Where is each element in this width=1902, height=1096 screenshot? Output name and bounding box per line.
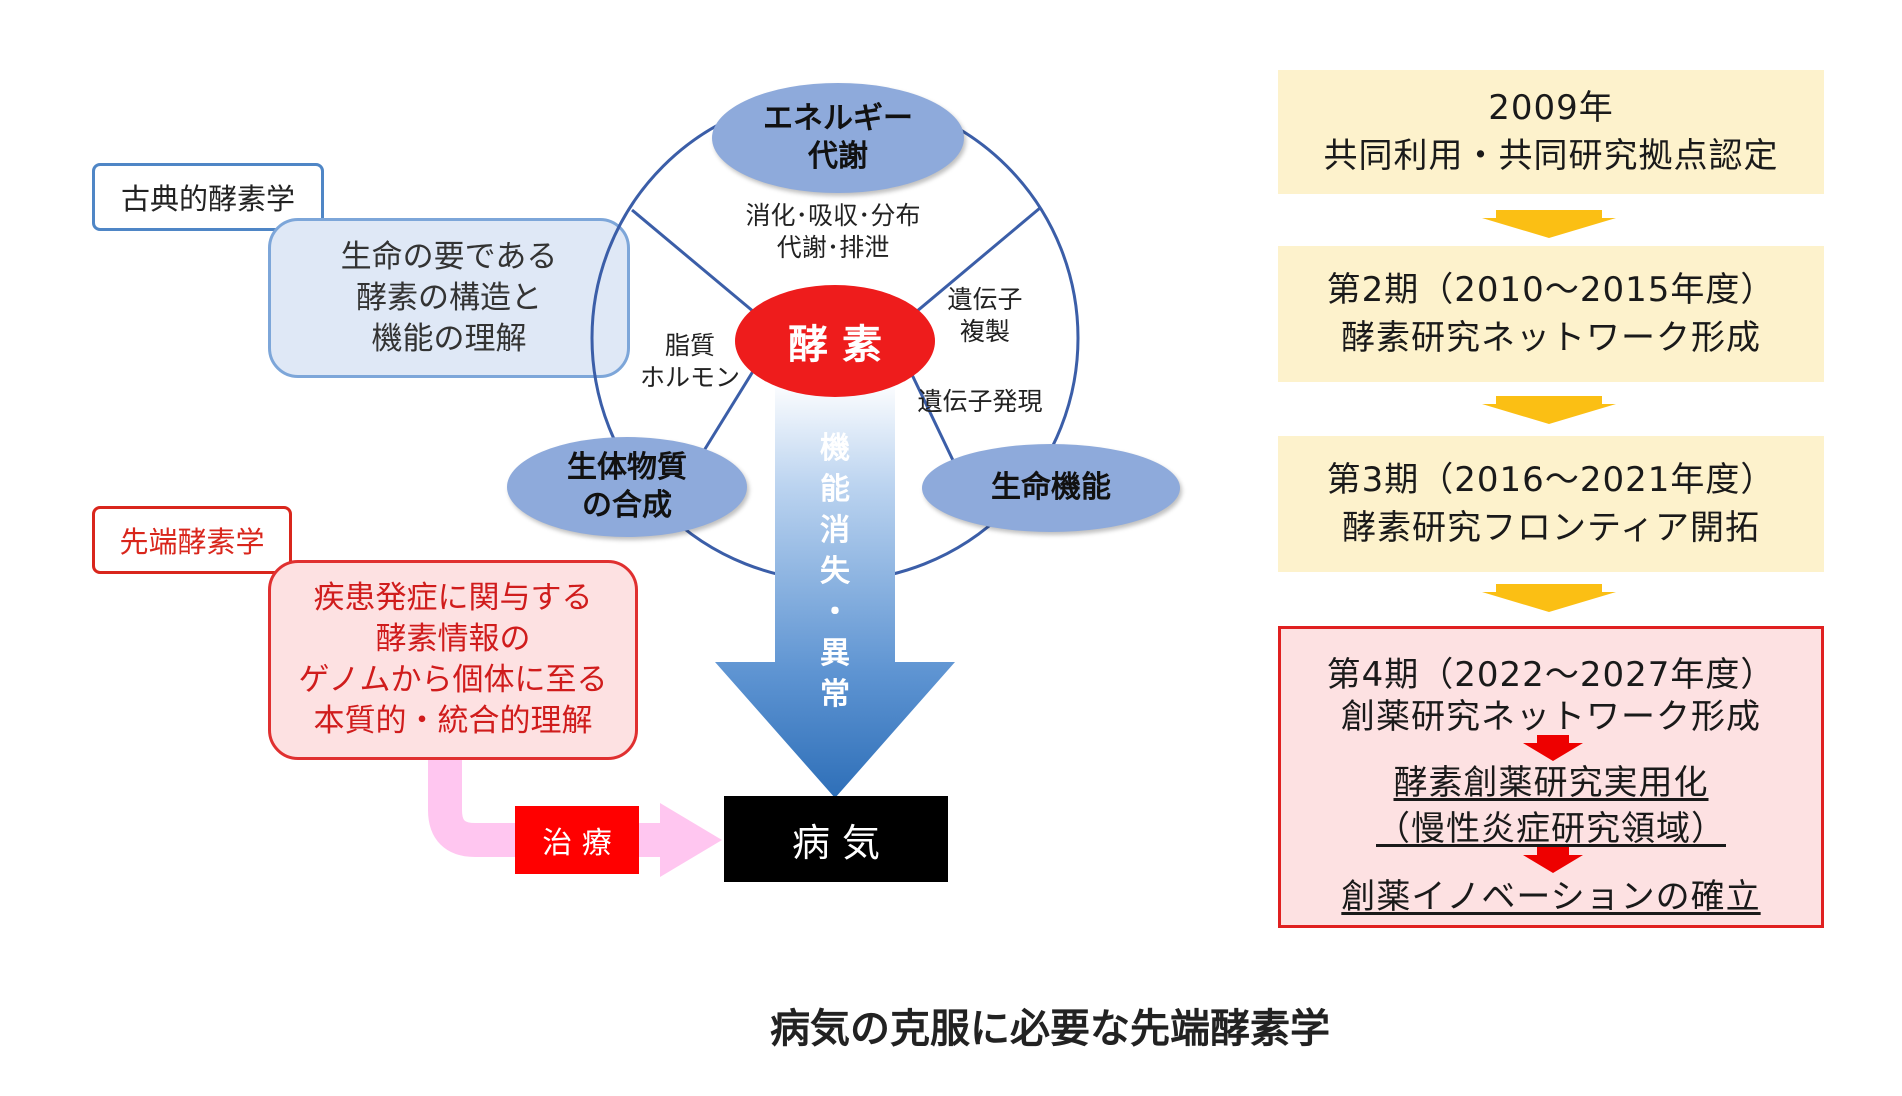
arrow-char-1: 機	[820, 431, 850, 466]
classical-enzymology-tag: 古典的酵素学	[92, 163, 324, 231]
phase4-item-3: 創薬イノベーションの確立	[1341, 877, 1761, 917]
disease-box: 病 気	[724, 796, 948, 882]
enzyme-center: 酵 素	[735, 285, 935, 397]
lipid-line-1: 脂質	[664, 331, 715, 360]
timeline-arrow-3	[1482, 584, 1616, 612]
phase4-arrow-1	[1523, 735, 1583, 761]
phase4-item-2: （慢性炎症研究領域）	[1376, 809, 1726, 849]
gene-expression-label: 遺伝子発現	[917, 387, 1043, 416]
digestion-line-1: 消化･吸収･分布	[745, 201, 921, 230]
classical-line-3: 機能の理解	[371, 320, 527, 357]
treatment-label: 治 療	[542, 826, 612, 861]
timeline-box-phase4: 第4期（2022～2027年度） 創薬研究ネットワーク形成 酵素創薬研究実用化 …	[1278, 626, 1824, 928]
advanced-line-1: 疾患発症に関与する	[313, 580, 593, 616]
advanced-enzymology-box: 疾患発症に関与する 酵素情報の ゲノムから個体に至る 本質的・統合的理解	[268, 560, 638, 760]
arrow-char-6: 異	[820, 636, 850, 671]
arrow-char-4: 失	[820, 554, 850, 589]
enzyme-label: 酵 素	[788, 322, 882, 368]
arrow-char-2: 能	[820, 472, 850, 507]
classical-line-2: 酵素の構造と	[356, 279, 542, 316]
timeline-phase2-line-2: 酵素研究ネットワーク形成	[1341, 318, 1761, 358]
timeline-2009-line-1: 2009年	[1488, 88, 1614, 128]
arrow-char-7: 常	[820, 677, 850, 712]
advanced-enzymology-tag: 先端酵素学	[92, 506, 292, 574]
advanced-line-3: ゲノムから個体に至る	[298, 662, 608, 698]
function-loss-arrow	[715, 380, 955, 798]
synthesis-line-2: の合成	[582, 488, 672, 523]
gene-rep-line-1: 遺伝子	[947, 285, 1023, 314]
phase4-item-1: 酵素創薬研究実用化	[1393, 763, 1709, 803]
timeline-phase3-line-1: 第3期（2016～2021年度）	[1326, 460, 1776, 500]
gene-expression-text: 遺伝子発現	[900, 386, 1060, 418]
energy-metabolism-ellipse: エネルギー 代謝	[712, 83, 964, 193]
life-function-ellipse: 生命機能	[922, 444, 1180, 532]
timeline-box-phase2: 第2期（2010～2015年度） 酵素研究ネットワーク形成	[1278, 246, 1824, 382]
timeline-phase2-line-1: 第2期（2010～2015年度）	[1326, 270, 1776, 310]
synthesis-line-1: 生体物質	[567, 450, 687, 485]
lipid-hormone-text: 脂質 ホルモン	[630, 330, 750, 394]
timeline-box-2009: 2009年 共同利用・共同研究拠点認定	[1278, 70, 1824, 194]
energy-line-2: 代謝	[808, 139, 868, 174]
phase4-title: 第4期（2022～2027年度）	[1326, 655, 1776, 695]
timeline-phase3-line-2: 酵素研究フロンティア開拓	[1342, 508, 1760, 548]
arrow-char-3: 消	[820, 513, 850, 548]
gene-replication-text: 遺伝子 複製	[930, 284, 1040, 348]
function-loss-text: 機 能 消 失 ・ 異 常	[810, 428, 860, 715]
digestion-text: 消化･吸収･分布 代謝･排泄	[718, 200, 948, 264]
disease-label: 病 気	[791, 820, 881, 865]
classical-line-1: 生命の要である	[340, 238, 558, 275]
timeline-2009-line-2: 共同利用・共同研究拠点認定	[1323, 136, 1779, 176]
biosynthesis-ellipse: 生体物質 の合成	[507, 437, 747, 537]
timeline-box-phase3: 第3期（2016～2021年度） 酵素研究フロンティア開拓	[1278, 436, 1824, 572]
timeline-arrow-1	[1482, 210, 1616, 238]
gene-rep-line-2: 複製	[959, 317, 1010, 346]
energy-line-1: エネルギー	[763, 101, 913, 136]
phase4-arrow-2	[1523, 847, 1583, 873]
timeline-arrow-2	[1482, 396, 1616, 424]
life-function-label: 生命機能	[991, 470, 1111, 505]
advanced-line-2: 酵素情報の	[375, 621, 531, 657]
treatment-box: 治 療	[515, 806, 639, 874]
lipid-line-2: ホルモン	[639, 363, 740, 392]
advanced-line-4: 本質的・統合的理解	[313, 703, 593, 739]
classical-enzymology-box: 生命の要である 酵素の構造と 機能の理解	[268, 218, 630, 378]
caption-text: 病気の克服に必要な先端酵素学	[770, 1006, 1330, 1052]
classical-enzymology-label: 古典的酵素学	[120, 182, 295, 216]
digestion-line-2: 代謝･排泄	[776, 233, 890, 262]
phase4-subtitle: 創薬研究ネットワーク形成	[1341, 697, 1761, 737]
caption: 病気の克服に必要な先端酵素学	[600, 995, 1500, 1055]
arrow-char-5: ・	[820, 595, 850, 630]
advanced-enzymology-label: 先端酵素学	[119, 525, 265, 559]
